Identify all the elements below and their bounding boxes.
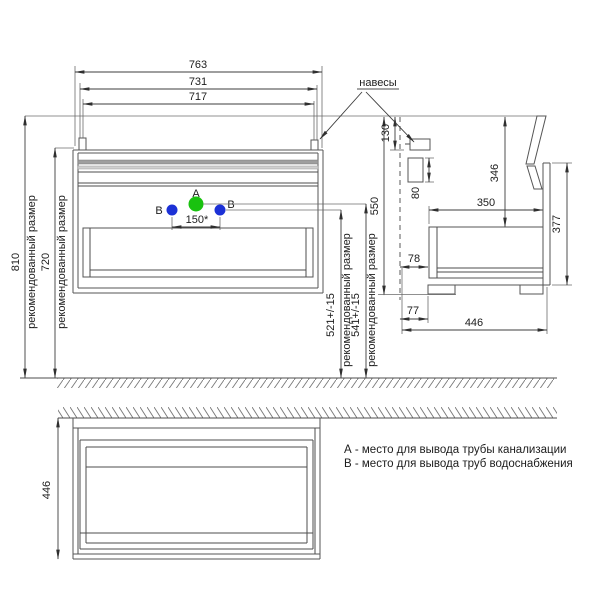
legend: А - место для вывода трубы канализации В… <box>344 444 573 470</box>
foot-back <box>519 284 544 295</box>
dim-widths: 763 731 717 <box>74 59 323 148</box>
dim-521-label: 521+/-15 <box>325 293 337 337</box>
dim-720-label: 720 <box>40 253 52 271</box>
front-view: A B B 150* 763 731 717 810 рекомендова <box>10 59 545 379</box>
dim-heights-left: 810 рекомендованный размер 720 рекомендо… <box>10 115 74 379</box>
point-b-left-label: B <box>155 205 162 217</box>
dim-521-note: рекомендованный размер <box>341 233 353 367</box>
dim-541-label: 541+/-15 <box>350 293 362 337</box>
water-point-b-right <box>214 204 226 216</box>
plan-view: 446 <box>41 407 557 560</box>
front-cabinet-outline <box>72 149 324 294</box>
floor-line <box>20 377 557 388</box>
drawer-front <box>82 227 314 278</box>
dim-heights-middle: 521+/-15 рекомендованный размер 541+/-15… <box>325 116 456 379</box>
point-b-right-label: B <box>227 199 234 211</box>
dim-810-label: 810 <box>10 253 22 271</box>
point-a-label: A <box>192 188 200 200</box>
drain-point-a <box>188 196 204 212</box>
dim-77-label: 77 <box>407 305 419 317</box>
side-view: 130 80 346 350 377 78 <box>380 115 572 334</box>
hanger-bracket-right <box>310 139 319 151</box>
side-back-bracket <box>407 157 424 183</box>
dim-446-side-label: 446 <box>465 317 483 329</box>
dim-810-note: рекомендованный размер <box>26 195 38 329</box>
dim-377-label: 377 <box>551 215 563 233</box>
dim-763-label: 763 <box>189 59 207 71</box>
hangers-callout: навесы <box>319 77 415 143</box>
dim-130-label: 130 <box>380 124 392 142</box>
dim-350-label: 350 <box>477 197 495 209</box>
dim-720-note: рекомендованный размер <box>56 195 68 329</box>
dim-541-note: рекомендованный размер <box>366 233 378 367</box>
plan-cabinet-outline <box>72 418 321 560</box>
dim-346-label: 346 <box>489 164 501 182</box>
dim-78-label: 78 <box>408 253 420 265</box>
dim-pipe-spacing: 150* <box>171 214 221 230</box>
dim-717-label: 717 <box>189 91 207 103</box>
dim-80-label: 80 <box>410 187 422 199</box>
legend-line-b: В - место для вывода труб водоснабжения <box>344 458 573 470</box>
side-drawer-box <box>428 226 544 279</box>
legend-line-a: А - место для вывода трубы канализации <box>344 444 566 456</box>
dim-550-label: 550 <box>369 197 381 215</box>
wall-hatch <box>58 407 557 418</box>
basin-front-edge <box>77 159 319 187</box>
foot-front <box>427 284 456 295</box>
water-point-b-left <box>166 204 178 216</box>
dim-150-label: 150* <box>186 214 209 226</box>
dim-446-plan-label: 446 <box>41 481 53 499</box>
side-panel-silhouette <box>525 115 551 286</box>
hanger-bracket-left <box>78 137 87 151</box>
hangers-label: навесы <box>359 77 397 89</box>
dim-731-label: 731 <box>189 76 207 88</box>
